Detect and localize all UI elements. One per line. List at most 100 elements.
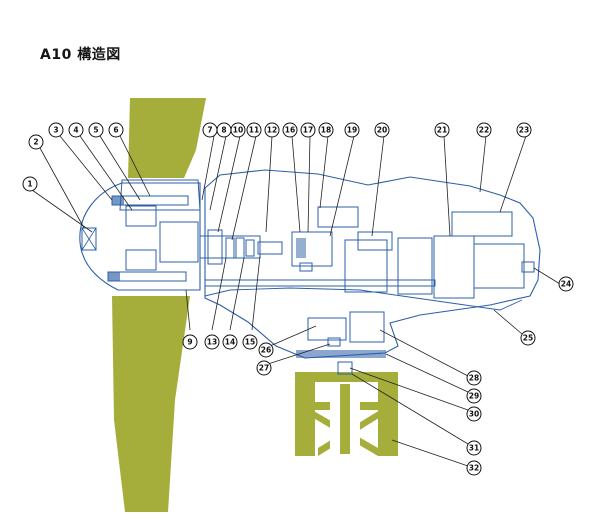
callout-10: 10 bbox=[230, 122, 246, 138]
generator-top bbox=[357, 231, 393, 251]
tower bbox=[295, 372, 398, 456]
hub-actuator-lower bbox=[125, 249, 157, 271]
callout-21: 21 bbox=[434, 122, 450, 138]
callout-number: 8 bbox=[221, 126, 226, 135]
callout-25: 25 bbox=[520, 330, 536, 346]
blade-lower bbox=[112, 296, 190, 512]
gearbox-bar-3 bbox=[245, 239, 255, 257]
yaw-gearbox bbox=[349, 311, 385, 343]
coupling-gear bbox=[296, 238, 306, 258]
callout-circle bbox=[28, 134, 44, 150]
callout-number: 20 bbox=[377, 126, 387, 135]
coupling-small bbox=[299, 262, 313, 272]
callout-circle bbox=[222, 334, 238, 350]
callout-number: 25 bbox=[523, 334, 533, 343]
callout-30: 30 bbox=[466, 406, 482, 422]
hub-actuator-upper bbox=[125, 205, 157, 227]
callout-circle bbox=[282, 122, 298, 138]
tower-flange bbox=[337, 361, 353, 375]
callout-circle bbox=[264, 122, 280, 138]
top-panel bbox=[451, 211, 513, 237]
callout-5: 5 bbox=[88, 122, 104, 138]
hub-sensor bbox=[81, 227, 97, 251]
callout-32: 32 bbox=[466, 460, 482, 476]
callout-number: 1 bbox=[27, 180, 32, 189]
callout-number: 7 bbox=[207, 126, 212, 135]
callout-number: 30 bbox=[469, 410, 479, 419]
callout-circle bbox=[256, 360, 272, 376]
generator-body bbox=[344, 239, 388, 293]
callout-29: 29 bbox=[466, 388, 482, 404]
callout-13: 13 bbox=[204, 334, 220, 350]
callout-circle bbox=[204, 334, 220, 350]
callout-circle bbox=[466, 440, 482, 456]
callout-circle bbox=[68, 122, 84, 138]
callout-number: 3 bbox=[53, 126, 58, 135]
callout-number: 19 bbox=[347, 126, 357, 135]
callout-circle bbox=[374, 122, 390, 138]
callout-number: 28 bbox=[469, 374, 479, 383]
callout-28: 28 bbox=[466, 370, 482, 386]
callout-27: 27 bbox=[256, 360, 272, 376]
callout-24: 24 bbox=[558, 276, 574, 292]
callout-number: 15 bbox=[245, 338, 255, 347]
callout-15: 15 bbox=[242, 334, 258, 350]
callout-14: 14 bbox=[222, 334, 238, 350]
upper-crate bbox=[317, 206, 359, 228]
callout-number: 5 bbox=[93, 126, 98, 135]
callout-number: 11 bbox=[249, 126, 259, 135]
callout-2: 2 bbox=[28, 134, 44, 150]
spinner-nose bbox=[79, 182, 201, 291]
callout-number: 18 bbox=[321, 126, 331, 135]
callout-31: 31 bbox=[466, 440, 482, 456]
callout-circle bbox=[22, 176, 38, 192]
hub-pitch-gear-lower bbox=[108, 272, 120, 281]
callout-number: 24 bbox=[561, 280, 571, 289]
callout-23: 23 bbox=[516, 122, 532, 138]
callout-circle bbox=[466, 388, 482, 404]
callout-circle bbox=[300, 122, 316, 138]
tower-leg-left bbox=[295, 372, 315, 456]
callout-number: 29 bbox=[469, 392, 479, 401]
callout-8: 8 bbox=[216, 122, 232, 138]
callout-4: 4 bbox=[68, 122, 84, 138]
callout-16: 16 bbox=[282, 122, 298, 138]
callout-circle bbox=[558, 276, 574, 292]
callout-circle bbox=[344, 122, 360, 138]
callout-circle bbox=[258, 342, 274, 358]
callout-9: 9 bbox=[182, 334, 198, 350]
control-cabinet bbox=[433, 235, 475, 299]
rear-port bbox=[521, 261, 535, 273]
callout-number: 16 bbox=[285, 126, 295, 135]
converter-cabinet bbox=[397, 237, 433, 295]
callout-circle bbox=[182, 334, 198, 350]
callout-number: 27 bbox=[259, 364, 269, 373]
tower-lattice-center bbox=[340, 384, 350, 454]
callout-circle bbox=[466, 460, 482, 476]
cooler-box bbox=[473, 243, 525, 289]
callout-number: 21 bbox=[437, 126, 447, 135]
callout-number: 23 bbox=[519, 126, 529, 135]
callout-3: 3 bbox=[48, 122, 64, 138]
callout-circle bbox=[520, 330, 536, 346]
callout-6: 6 bbox=[108, 122, 124, 138]
gearbox-bar-2 bbox=[235, 237, 245, 259]
brake-disc bbox=[257, 241, 283, 255]
callout-number: 4 bbox=[73, 126, 78, 135]
callout-number: 6 bbox=[113, 126, 118, 135]
callout-number: 13 bbox=[207, 338, 217, 347]
callout-number: 17 bbox=[303, 126, 313, 135]
callout-22: 22 bbox=[476, 122, 492, 138]
bearing-block bbox=[207, 229, 223, 265]
callout-circle bbox=[516, 122, 532, 138]
hub-x-mark bbox=[81, 227, 97, 251]
callout-number: 26 bbox=[261, 346, 271, 355]
gearbox-bar-1 bbox=[225, 237, 235, 259]
callout-circle bbox=[466, 370, 482, 386]
callout-circle bbox=[318, 122, 334, 138]
callout-circle bbox=[246, 122, 262, 138]
main-shaft bbox=[199, 235, 261, 259]
callout-7: 7 bbox=[202, 122, 218, 138]
callout-circle bbox=[466, 406, 482, 422]
